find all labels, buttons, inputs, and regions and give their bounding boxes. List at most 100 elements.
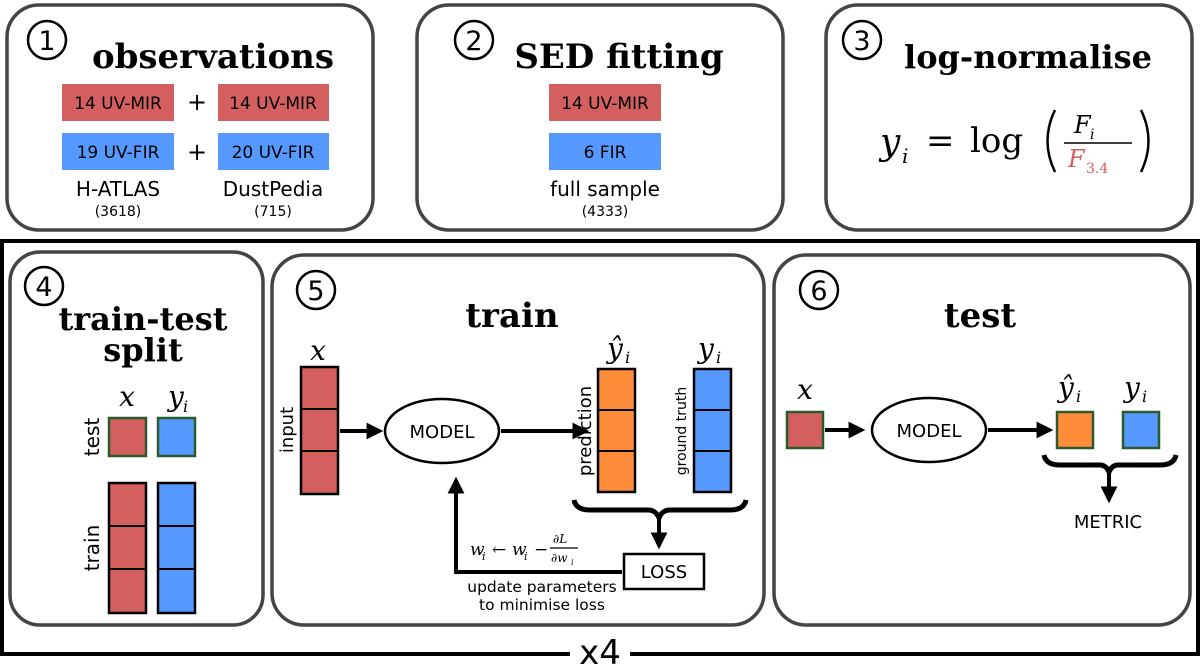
- test-y-cell: [156, 416, 197, 458]
- update-w: w: [470, 540, 485, 560]
- hatlas-count: (3618): [95, 204, 142, 220]
- panel-title: test: [944, 296, 1016, 336]
- formula-num-sub: i: [1090, 127, 1094, 143]
- dustpedia-mir-label: 14 UV-MIR: [229, 94, 317, 114]
- metric-label: METRIC: [1074, 512, 1142, 533]
- update-w-sub: i: [524, 550, 528, 563]
- train-label: train: [80, 525, 104, 572]
- formula-lhs-sub: i: [902, 144, 908, 168]
- x-label: x: [310, 334, 326, 367]
- formula-den: F: [1067, 145, 1086, 173]
- dustpedia-count: (715): [254, 204, 292, 220]
- update-w-sub: i: [482, 550, 486, 563]
- panel-title-line1: train-test: [58, 300, 227, 338]
- ground-truth-stack: [692, 367, 733, 494]
- train-x-stack: [107, 481, 148, 615]
- update-minus: −: [534, 540, 548, 560]
- dustpedia-fir-label: 20 UV-FIR: [232, 143, 315, 163]
- panel-title: train: [465, 296, 558, 336]
- dustpedia-fir-box: [218, 133, 329, 170]
- model-label: MODEL: [410, 422, 475, 443]
- step-number-circle: [23, 265, 65, 307]
- right-paren: [1139, 109, 1150, 173]
- y-label: y: [696, 332, 715, 365]
- update-rule: w i ← w i − ∂L ∂w i: [470, 532, 578, 567]
- panel-sed-fitting: 2 SED fitting 14 UV-MIR 6 FIR full sampl…: [415, 3, 785, 232]
- step-number: 5: [307, 276, 324, 307]
- model-node: [383, 397, 501, 465]
- step-number: 4: [35, 272, 52, 303]
- repeat-label: x4: [579, 633, 621, 665]
- y-label-sub: i: [183, 397, 188, 416]
- sed-mir-label: 14 UV-MIR: [561, 94, 649, 114]
- formula-num: F: [1073, 111, 1092, 139]
- loss-node: [622, 552, 706, 591]
- formula-equals: =: [926, 121, 955, 161]
- update-caption-line2: to minimise loss: [479, 596, 605, 614]
- panel-title: observations: [92, 37, 334, 77]
- test-label: test: [80, 418, 104, 457]
- y-label: y: [166, 380, 185, 413]
- step-number-circle: [295, 269, 337, 311]
- plus-sign: +: [187, 138, 207, 166]
- prediction-label: prediction: [575, 386, 596, 476]
- y-sub: i: [1142, 387, 1147, 406]
- plus-sign: +: [187, 88, 207, 116]
- test-prediction-cell: [1055, 410, 1095, 450]
- yhat-sub: i: [625, 348, 630, 367]
- yhat-label: ŷ: [605, 332, 624, 365]
- panel-log-normalise: 3 log-normalise y i = log F i F 3.4: [824, 3, 1194, 232]
- dustpedia-name: DustPedia: [223, 177, 324, 201]
- model-label: MODEL: [897, 421, 962, 442]
- update-partial-num: ∂L: [553, 532, 567, 546]
- panel-train-test-split: 4 train-test split x y i test train: [8, 250, 265, 627]
- sed-fir-box: [549, 133, 661, 170]
- panel-test: 6 test x MODEL ŷ i y i METRIC: [772, 253, 1192, 627]
- y-label: y: [1122, 371, 1141, 404]
- hatlas-mir-box: [62, 84, 174, 121]
- arrow-loss-to-model: [447, 476, 622, 574]
- step-number-circle: [841, 19, 883, 61]
- update-caption-line1: update parameters: [467, 578, 616, 596]
- formula-log: log: [970, 121, 1023, 161]
- step-number-circle: [798, 269, 840, 311]
- step-number: 6: [810, 276, 827, 307]
- update-partial-den: ∂w: [551, 551, 568, 565]
- sample-count: (4333): [582, 204, 629, 220]
- ground-truth-label: ground truth: [674, 387, 690, 475]
- model-node: [870, 396, 988, 464]
- update-arrow: ←: [492, 540, 506, 560]
- hatlas-fir-label: 19 UV-FIR: [77, 143, 160, 163]
- panel-train: 5 train x input MODEL ŷ i prediction y i…: [270, 253, 766, 627]
- test-x-cell: [107, 416, 148, 458]
- panel-title: log-normalise: [904, 38, 1152, 76]
- log-normalise-formula: y i = log F i F 3.4: [878, 109, 1150, 177]
- test-truth-cell: [1121, 410, 1161, 450]
- y-sub: i: [716, 348, 721, 367]
- sample-caption: full sample: [550, 177, 660, 201]
- step-number-circle: [453, 19, 495, 61]
- update-w: w: [512, 540, 527, 560]
- hatlas-fir-box: [62, 133, 174, 170]
- repeat-frame: x4: [0, 239, 1200, 665]
- hatlas-mir-label: 14 UV-MIR: [74, 94, 162, 114]
- input-stack: [299, 365, 340, 496]
- step-number: 1: [38, 26, 55, 57]
- x-label: x: [119, 380, 135, 413]
- sed-fir-label: 6 FIR: [584, 143, 627, 163]
- dustpedia-mir-box: [218, 84, 329, 121]
- step-number-circle: [26, 19, 68, 61]
- yhat-sub: i: [1076, 387, 1081, 406]
- yhat-label: ŷ: [1056, 371, 1075, 404]
- sed-mir-box: [549, 84, 661, 121]
- loss-label: LOSS: [641, 562, 687, 583]
- left-paren: [1046, 109, 1057, 173]
- update-partial-den-sub: i: [571, 558, 574, 567]
- test-input-cell: [785, 410, 825, 450]
- step-number: 2: [465, 26, 482, 57]
- panel-observations: 1 observations 14 UV-MIR + 14 UV-MIR 19 …: [5, 3, 375, 232]
- input-label: input: [277, 407, 298, 453]
- panel-title-line2: split: [103, 331, 183, 369]
- prediction-stack: [596, 367, 637, 494]
